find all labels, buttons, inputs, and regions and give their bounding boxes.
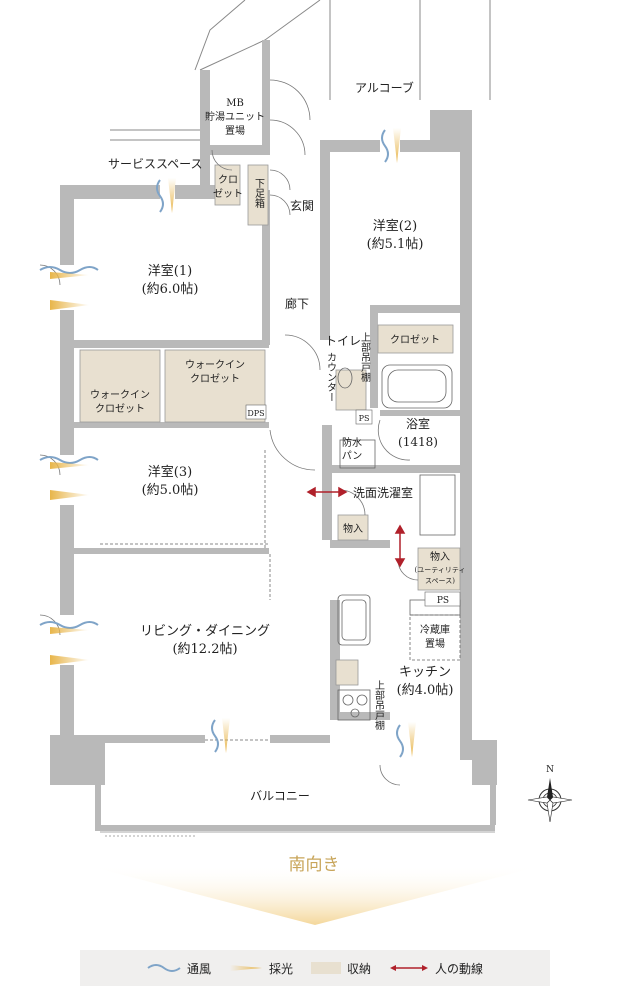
compass-north-label: N: [546, 765, 554, 775]
ps-label: PS: [359, 414, 370, 423]
orientation-label: 南向き: [288, 855, 340, 875]
legend-flow-label: 人の動線: [435, 961, 484, 976]
hallway-label: 廊下: [285, 296, 309, 311]
south-arrow: [85, 865, 545, 925]
living-label: リビング・ダイニング: [140, 624, 270, 639]
genkan-label: 玄関: [290, 198, 314, 213]
kitchen-size: (約4.0帖): [397, 683, 454, 698]
western1-size: (約6.0帖): [142, 282, 199, 297]
storage-label: 物入: [343, 522, 363, 535]
western1-label: 洋室(1): [148, 263, 192, 279]
walkin1-label: ウォークイン: [90, 389, 150, 401]
flow-arrow-icon: [390, 965, 429, 971]
flow-arrows: [306, 486, 406, 568]
upper-cabinet-label: 上部吊戸棚: [359, 332, 371, 383]
legend-storage: 収納: [311, 960, 371, 977]
fridge-label: 冷蔵庫: [420, 623, 450, 636]
legend: 通風 採光 収納 人の動線: [80, 950, 550, 986]
ps2-label: PS: [437, 596, 449, 606]
legend-storage-label: 収納: [347, 961, 372, 976]
balcony-label: バルコニー: [250, 789, 310, 803]
water-heater-label: 貯湯ユニット: [205, 110, 265, 123]
light-icon: [229, 965, 262, 971]
legend-wind: 通風: [147, 960, 211, 977]
toilet-label: トイレ: [325, 334, 361, 348]
storage2-label: 物入: [430, 550, 450, 563]
living-size: (約12.2帖): [172, 642, 237, 657]
wash-room-label: 洗面洗濯室: [353, 485, 413, 500]
service-space-label: サービススペース: [108, 157, 203, 171]
legend-light: 採光: [229, 960, 293, 977]
walkin1-label-2: クロゼット: [95, 403, 145, 415]
shoe-box-label: 下足箱: [253, 178, 265, 209]
fridge-label-2: 置場: [425, 637, 445, 650]
kitchen-label: キッチン: [399, 665, 451, 680]
waterproof-pan-label-2: パン: [342, 450, 363, 462]
compass: N: [527, 765, 573, 823]
dps-label: DPS: [247, 409, 264, 418]
waterproof-pan-label: 防水: [342, 436, 362, 449]
balcony-rail: [100, 831, 495, 837]
walls: [50, 40, 497, 831]
closet-small-label-2: ゼット: [213, 188, 243, 200]
wind-icon: [147, 964, 181, 972]
legend-light-label: 採光: [268, 961, 293, 976]
legend-wind-label: 通風: [186, 961, 211, 976]
mb-label: MB: [226, 98, 244, 109]
sliding-doors: [100, 450, 271, 741]
fixtures: [337, 364, 461, 721]
bath-label: 浴室: [406, 416, 430, 431]
bath-size: (1418): [398, 435, 438, 449]
water-heater-label-2: 置場: [225, 124, 245, 137]
walkin2-label-2: クロゼット: [190, 373, 240, 385]
utility-label-2: スペース): [425, 577, 455, 585]
western3-label: 洋室(3): [148, 464, 192, 480]
walkin2-label: ウォークイン: [185, 359, 245, 371]
western2-size: (約5.1帖): [367, 237, 424, 252]
wind-light-markers: [39, 128, 416, 758]
western3-size: (約5.0帖): [142, 483, 199, 498]
storage-swatch-icon: [311, 962, 341, 974]
utility-label: (ユーティリティ: [415, 566, 466, 574]
counter-label: カウンター: [325, 352, 337, 402]
building-outline: [110, 0, 491, 141]
closet-label: クロゼット: [390, 334, 440, 346]
alcove-label: アルコーブ: [355, 80, 414, 95]
western2-label: 洋室(2): [373, 218, 417, 234]
room-labels: アルコーブ MB 貯湯ユニット 置場 サービススペース クロ ゼット 下足箱 玄…: [90, 80, 465, 803]
upper-cabinet2-label: 上部吊戸棚: [373, 680, 385, 731]
closet-small-label: クロ: [218, 174, 238, 186]
legend-flow: 人の動線: [389, 960, 483, 977]
